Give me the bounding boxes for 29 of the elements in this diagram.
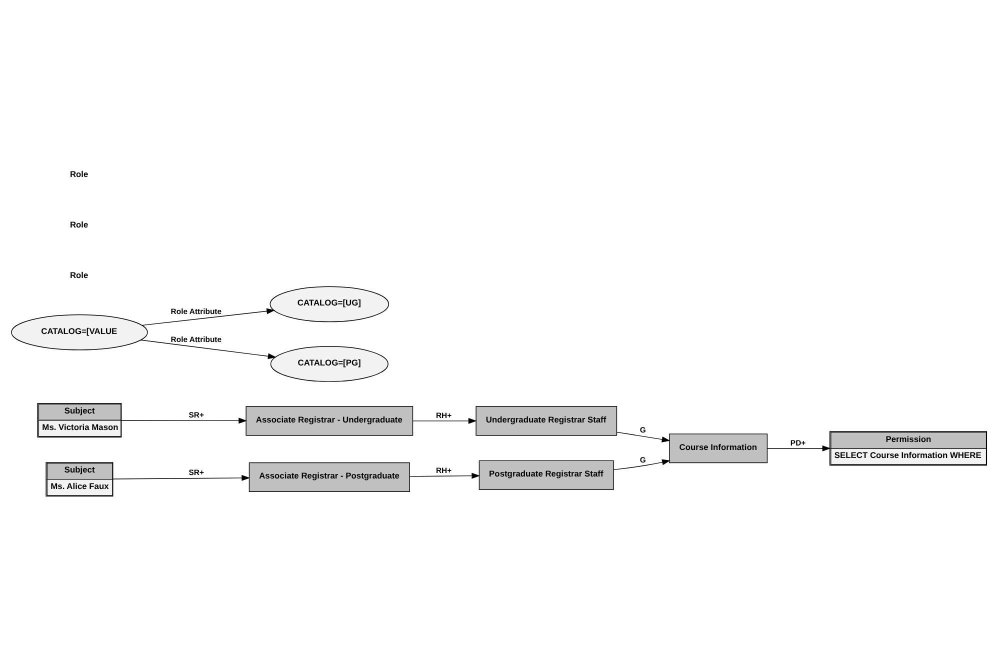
- arrow: [112, 474, 250, 481]
- edge-label: G: [640, 426, 646, 435]
- edge-label: RH+: [436, 410, 452, 420]
- node-box: Associate Registrar - Undergraduate: [246, 406, 414, 436]
- edge-label: Role Attribute: [170, 306, 222, 316]
- label: Role: [70, 220, 88, 230]
- node-box: Postgraduate Registrar Staff: [478, 460, 614, 490]
- edge-label: SR+: [188, 468, 204, 477]
- arrow: [409, 472, 480, 479]
- label: Role: [70, 168, 88, 179]
- arrow: [142, 308, 276, 326]
- node-box: Course Information: [669, 434, 768, 464]
- edge-label: SR+: [188, 410, 204, 420]
- label: Role: [70, 270, 88, 280]
- arrow: [121, 418, 248, 424]
- arrow: [140, 340, 276, 360]
- arrow: [767, 445, 831, 452]
- node-ellipse: CATALOG=[VALUE: [11, 314, 148, 350]
- arrow: [616, 432, 670, 442]
- node-box: Undergraduate Registrar Staff: [476, 406, 618, 436]
- node-ellipse: CATALOG=[PG]: [270, 346, 388, 382]
- arrow: [613, 459, 670, 470]
- edge-label: G: [640, 455, 646, 464]
- arrow: [412, 418, 477, 424]
- edge-label: Role Attribute: [170, 335, 222, 344]
- edge-label: PD+: [790, 438, 806, 448]
- node-box: Associate Registrar - Postgraduate: [248, 462, 410, 492]
- edge-label: RH+: [436, 466, 452, 475]
- node-ellipse: CATALOG=[UG]: [270, 286, 390, 322]
